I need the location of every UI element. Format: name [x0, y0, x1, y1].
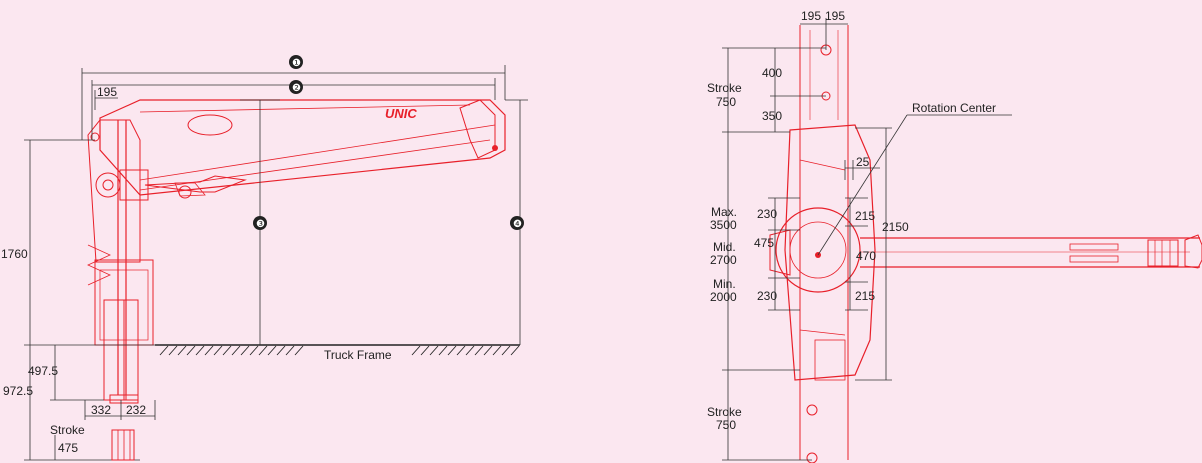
- dim-215a-text: 215: [855, 209, 875, 223]
- frame-hatch-line: [195, 345, 205, 356]
- stroke-value: 475: [58, 441, 78, 455]
- brand-logo: UNIC: [385, 106, 417, 121]
- dim-497-5: 497.5: [28, 345, 104, 401]
- frame-hatch-line: [213, 345, 223, 356]
- max-value: 3500: [710, 218, 737, 232]
- dim-1760: 1760: [1, 139, 160, 346]
- stroke-top-value: 750: [716, 95, 736, 109]
- crane-boom-top: [860, 234, 1202, 269]
- frame-hatch-line: [240, 345, 250, 356]
- frame-hatch-line: [483, 345, 493, 356]
- dim-outrigger-spans: Max. 3500 Mid. 2700 Min. 2000: [710, 132, 800, 371]
- frame-hatch-line: [294, 345, 304, 356]
- dim-25-text: 25: [856, 155, 870, 169]
- frame-hatch-line: [186, 345, 196, 356]
- frame-hatch-line: [276, 345, 286, 356]
- stroke-top-label: Stroke: [707, 81, 742, 95]
- dim-400-text: 400: [762, 66, 782, 80]
- mid-value: 2700: [710, 253, 737, 267]
- frame-hatch-line: [159, 345, 169, 356]
- frame-hatch-line: [438, 345, 448, 356]
- stroke-bottom-label: Stroke: [707, 405, 742, 419]
- min-value: 2000: [710, 290, 737, 304]
- rotation-center-callout: Rotation Center: [817, 101, 1012, 256]
- dim-215-470-215: 215 470 215: [845, 197, 876, 311]
- dim-marker-4: ❹: [505, 99, 528, 345]
- marker-2-label: ❷: [292, 83, 301, 94]
- crane-base-top: [769, 124, 876, 381]
- truck-frame: Truck Frame: [155, 344, 520, 362]
- frame-hatch-line: [222, 345, 232, 356]
- marker-4-label: ❹: [513, 219, 522, 230]
- dim-2150: 2150: [855, 127, 909, 381]
- frame-hatch-line: [249, 345, 259, 356]
- frame-hatch-line: [204, 345, 214, 356]
- dim-1760-text: 1760: [1, 247, 28, 261]
- dim-475-text: 475: [754, 236, 774, 250]
- dim-215b-text: 215: [855, 289, 875, 303]
- frame-hatch-line: [465, 345, 475, 356]
- frame-hatch-line: [501, 345, 511, 356]
- frame-hatch-line: [420, 345, 430, 356]
- frame-hatch-line: [231, 345, 241, 356]
- frame-hatch-line: [456, 345, 466, 356]
- dim-350-text: 350: [762, 109, 782, 123]
- frame-hatch-line: [411, 345, 421, 356]
- marker-1-label: ❶: [292, 58, 301, 69]
- dim-497-text: 497.5: [28, 364, 58, 378]
- dim-2150-text: 2150: [882, 220, 909, 234]
- dim-marker-1: ❶: [81, 55, 506, 140]
- top-view: 195 195 Stroke 750 400 350 Rotation Cent…: [707, 9, 1202, 463]
- frame-hatch-line: [177, 345, 187, 356]
- outrigger-beam: [799, 25, 849, 463]
- frame-hatch-line: [267, 345, 277, 356]
- dim-230a-text: 230: [757, 207, 777, 221]
- stroke-bottom-value: 750: [716, 418, 736, 432]
- frame-hatch-line: [492, 345, 502, 356]
- stroke-label: Stroke: [50, 423, 85, 437]
- dim-332-232: 332 232: [84, 400, 156, 420]
- frame-hatch-line: [474, 345, 484, 356]
- dim-195a-text: 195: [801, 9, 821, 23]
- dim-332-text: 332: [91, 403, 111, 417]
- dim-marker-2: ❷: [91, 78, 496, 140]
- dim-972-text: 972.5: [3, 384, 33, 398]
- crane-column: [87, 119, 154, 404]
- frame-hatch-line: [285, 345, 295, 356]
- dim-230b-text: 230: [757, 289, 777, 303]
- dim-470-text: 470: [856, 249, 876, 263]
- crane-boom: UNIC: [99, 99, 506, 201]
- dim-stroke-top: Stroke 750 400 350: [707, 47, 826, 133]
- dim-stroke-475: Stroke 475: [50, 423, 85, 460]
- dim-marker-3: ❸: [240, 99, 280, 345]
- dim-195-195: 195 195: [800, 9, 848, 50]
- marker-3-label: ❸: [256, 219, 265, 230]
- mid-label: Mid.: [713, 240, 736, 254]
- min-label: Min.: [713, 277, 736, 291]
- dim-195-side: 195: [94, 85, 118, 110]
- frame-hatch-line: [429, 345, 439, 356]
- dim-195-text: 195: [97, 85, 117, 99]
- frame-hatch-line: [510, 345, 520, 356]
- side-view: Truck Frame UNIC: [1, 55, 528, 461]
- frame-hatch-line: [447, 345, 457, 356]
- outrigger-foot: [111, 429, 135, 461]
- dim-25: 25: [844, 155, 880, 180]
- frame-hatch-line: [168, 345, 178, 356]
- frame-hatch-line: [258, 345, 268, 356]
- dim-232-text: 232: [126, 403, 146, 417]
- dim-195b-text: 195: [825, 9, 845, 23]
- dim-stroke-bottom: Stroke 750: [707, 370, 812, 461]
- dim-230-475-230: 230 475 230: [754, 197, 800, 311]
- max-label: Max.: [711, 205, 737, 219]
- truck-frame-label: Truck Frame: [324, 348, 392, 362]
- rotation-center-label: Rotation Center: [912, 101, 996, 115]
